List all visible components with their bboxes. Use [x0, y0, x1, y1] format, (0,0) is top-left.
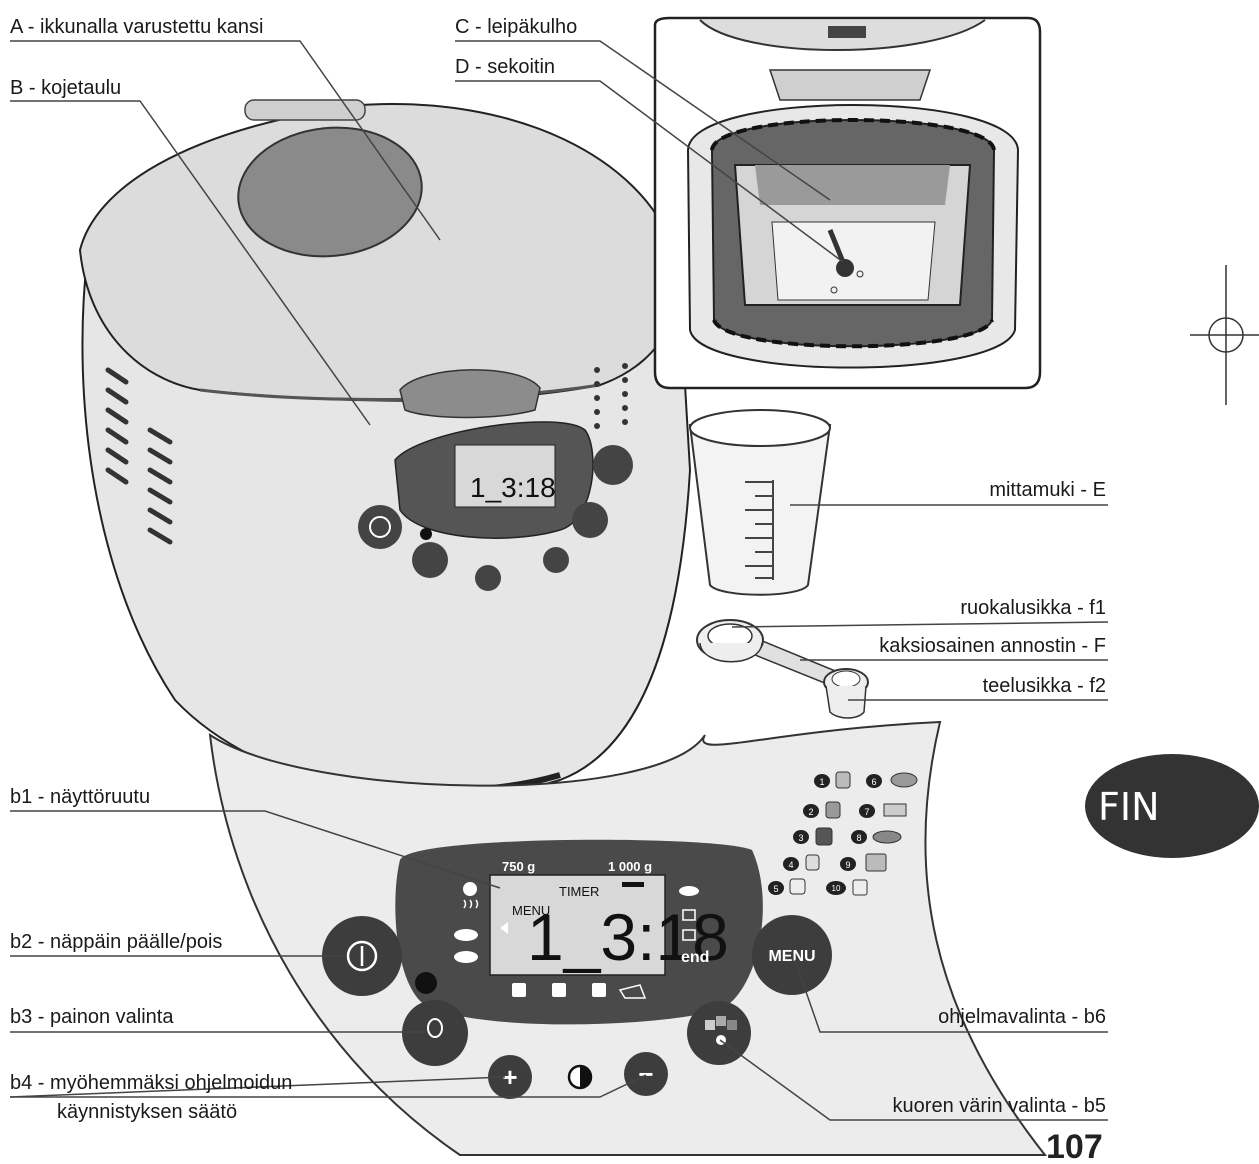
- minus-button[interactable]: −: [624, 1052, 668, 1096]
- svg-text:1: 1: [819, 777, 824, 787]
- label-b4-delay-line1: b4 - myöhemmäksi ohjelmoidun: [10, 1072, 293, 1094]
- program-list: 1 2 3 4 5 6 7 8 9 10: [768, 771, 918, 896]
- label-c-bread-pan: C - leipäkulho: [455, 16, 578, 38]
- bread-icon: [552, 983, 566, 997]
- minus-label: −: [638, 1059, 653, 1089]
- loaf-icon: [454, 951, 478, 963]
- svg-text:5: 5: [773, 884, 778, 894]
- power-button[interactable]: [322, 916, 402, 996]
- crust-icon: [463, 882, 477, 896]
- label-e-measuring-cup: mittamuki - E: [989, 479, 1106, 501]
- weight-button[interactable]: [402, 1000, 468, 1066]
- crust-color-button[interactable]: [687, 1001, 751, 1065]
- lcd-end: end: [681, 949, 709, 966]
- inset-open-machine: [653, 16, 1042, 390]
- program-1: 1: [814, 771, 851, 789]
- plus-button[interactable]: +: [488, 1055, 532, 1099]
- indicator-light: [415, 972, 437, 994]
- program-9: 9: [840, 853, 887, 872]
- label-b2-power: b2 - näppäin päälle/pois: [10, 931, 223, 953]
- label-d-kneader: D - sekoitin: [455, 56, 556, 78]
- pan-icon: [682, 909, 696, 921]
- heat-icon: [463, 899, 479, 909]
- plus-label: +: [502, 1062, 517, 1092]
- enlarged-panel: 750 g 1 000 g TIMER MENU 1_3:18 end: [208, 720, 1048, 1156]
- label-f-measuring-spoon: kaksiosainen annostin - F: [879, 635, 1106, 657]
- label-b3-weight: b3 - painon valinta: [10, 1006, 174, 1028]
- svg-text:6: 6: [871, 777, 876, 787]
- spoon-icon: [618, 984, 647, 999]
- bread-machine: 1_3:18: [78, 99, 692, 799]
- menu-button[interactable]: MENU: [752, 915, 832, 995]
- label-f2-teaspoon: teelusikka - f2: [982, 675, 1106, 697]
- program-7: 7: [859, 803, 907, 818]
- loaf-icon: [454, 929, 478, 941]
- measuring-cup: [688, 409, 832, 596]
- svg-text:9: 9: [845, 860, 850, 870]
- program-3: 3: [793, 827, 833, 846]
- power-icon: [346, 940, 378, 972]
- label-b4-delay-line2: käynnistyksen säätö: [57, 1101, 238, 1123]
- menu-button-label: MENU: [768, 948, 815, 965]
- svg-text:10: 10: [832, 884, 841, 893]
- lcd-weight-1000: 1 000 g: [608, 859, 652, 874]
- program-4: 4: [783, 854, 820, 871]
- lcd-timer: TIMER: [559, 884, 599, 899]
- leader-lines: [9, 40, 1109, 1121]
- registration-mark: [1190, 265, 1259, 405]
- svg-text:4: 4: [788, 860, 793, 870]
- program-10: 10: [826, 879, 868, 896]
- language-badge-label: FIN: [1098, 785, 1160, 829]
- program-5: 5: [768, 878, 806, 895]
- svg-text:2: 2: [808, 807, 813, 817]
- label-b5-crust: kuoren värin valinta - b5: [892, 1095, 1106, 1117]
- label-b1-display: b1 - näyttöruutu: [10, 786, 151, 808]
- crust-indicator-icon: [567, 1064, 593, 1090]
- label-b6-menu: ohjelmavalinta - b6: [938, 1006, 1106, 1028]
- label-a-lid: A - ikkunalla varustettu kansi: [10, 16, 264, 38]
- program-8: 8: [851, 830, 902, 844]
- label-b-control-panel: B - kojetaulu: [10, 77, 122, 99]
- svg-text:1_3:18: 1_3:18: [470, 472, 556, 503]
- svg-text:8: 8: [856, 833, 861, 843]
- bread-icon: [512, 983, 526, 997]
- language-badge: FIN: [1085, 754, 1259, 858]
- program-6: 6: [866, 772, 918, 788]
- measuring-spoon: [696, 619, 869, 719]
- bake-icon: [679, 886, 699, 896]
- lcd-menu: MENU: [512, 903, 550, 918]
- lcd-weight-750: 750 g: [502, 859, 535, 874]
- bread-icon: [592, 983, 606, 997]
- svg-text:7: 7: [864, 807, 869, 817]
- weight-icon: [427, 1018, 443, 1038]
- page-number: 107: [1046, 1128, 1103, 1164]
- svg-text:3: 3: [798, 833, 803, 843]
- warm-icon: [682, 929, 696, 941]
- label-f1-tablespoon: ruokalusikka - f1: [960, 597, 1106, 619]
- program-2: 2: [803, 801, 841, 819]
